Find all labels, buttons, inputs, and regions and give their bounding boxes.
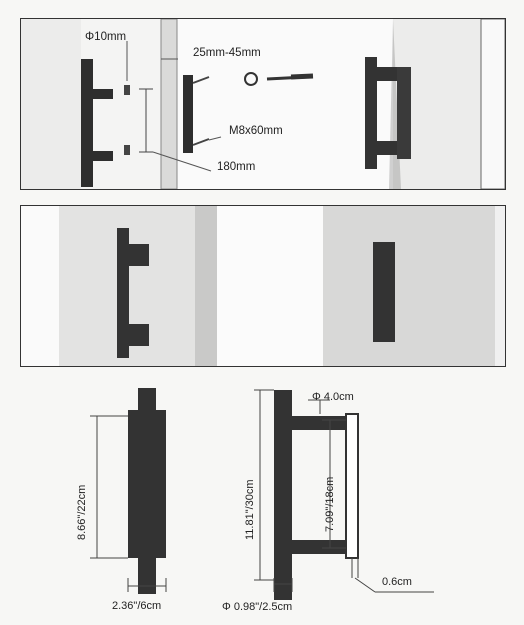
hole-diameter-label: Φ10mm <box>85 31 127 43</box>
back-plate <box>183 75 193 153</box>
bolt-spec-label: M8x60mm <box>229 125 283 137</box>
side-view-bar <box>345 413 359 559</box>
post-diameter-label: Φ 4.0cm <box>312 391 354 403</box>
mounted-photos-panel <box>20 205 506 367</box>
plate-diameter-label: Φ 0.98"/2.5cm <box>222 601 293 613</box>
side-view-plate <box>274 390 292 600</box>
door-thickness-label: 25mm-45mm <box>193 47 261 59</box>
center-distance-label: 7.09"/18cm <box>324 476 336 532</box>
mounted-photos-illustration <box>21 206 505 366</box>
gap-label: 0.6cm <box>382 576 412 588</box>
photo-handle-bar <box>117 228 129 358</box>
dimension-drawing <box>90 388 434 600</box>
installation-illustration <box>21 19 505 189</box>
front-width-label: 2.36"/6cm <box>112 600 162 612</box>
installation-panel: Φ10mm 25mm-45mm M8x60mm 180mm <box>20 18 506 190</box>
hole-spacing-label: 180mm <box>217 161 256 173</box>
mounted-handle-bar <box>365 57 377 169</box>
handle-bar-left <box>81 59 93 187</box>
photo-back-plate <box>373 242 395 342</box>
side-height-label: 11.81"/30cm <box>244 479 256 540</box>
front-view-plate <box>128 410 166 558</box>
front-height-label: 8.66"/22cm <box>76 484 88 540</box>
